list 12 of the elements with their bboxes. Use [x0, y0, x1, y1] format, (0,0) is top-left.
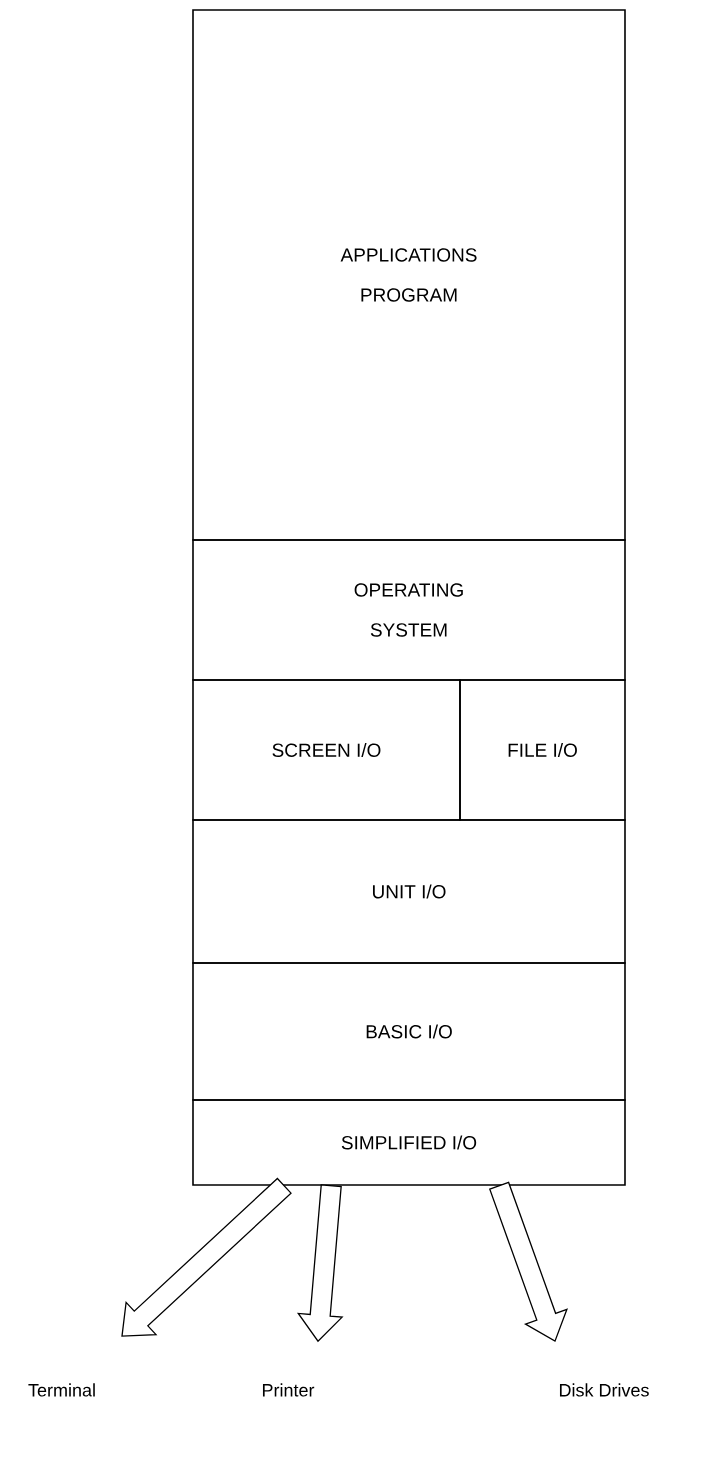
layer-box: SCREEN I/O: [192, 679, 461, 821]
layer-box: APPLICATIONS PROGRAM: [192, 9, 626, 541]
layer-box: FILE I/O: [459, 679, 626, 821]
layer-box: BASIC I/O: [192, 962, 626, 1101]
layer-box: UNIT I/O: [192, 819, 626, 964]
device-label: Terminal: [28, 1383, 95, 1397]
device-label: Disk Drives: [559, 1383, 649, 1397]
arrow: [296, 1184, 344, 1343]
layer-box: SIMPLIFIED I/O: [192, 1099, 626, 1186]
layer-box: OPERATING SYSTEM: [192, 539, 626, 681]
device-label: Printer: [262, 1383, 315, 1397]
arrow: [121, 1177, 292, 1337]
